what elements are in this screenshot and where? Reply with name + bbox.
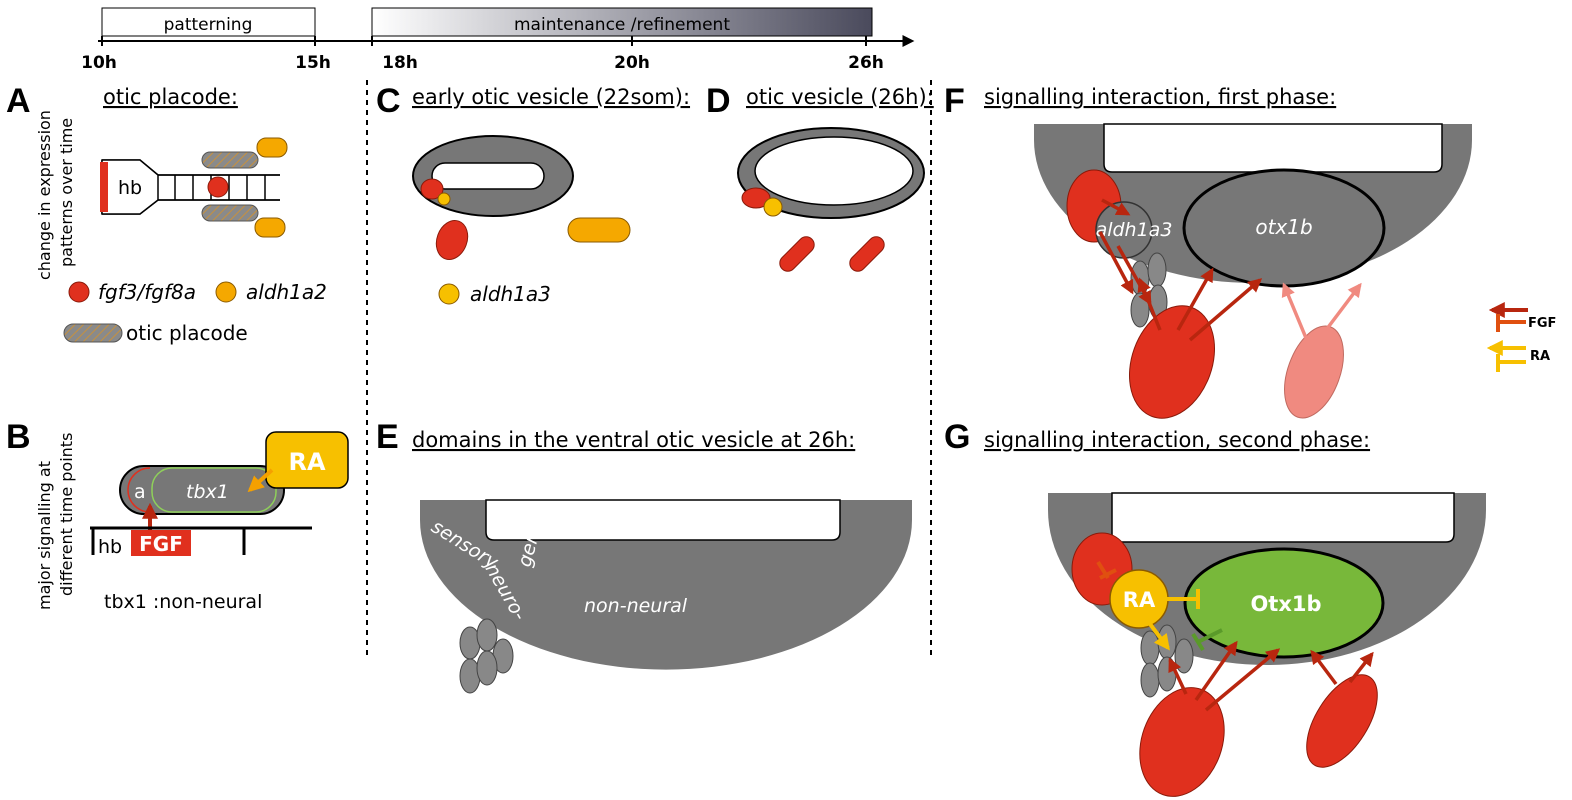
hindbrain-outline-b xyxy=(90,526,312,555)
phase-patterning-label: patterning xyxy=(164,15,253,35)
cell-e-2 xyxy=(476,618,498,652)
tbx1-label: tbx1 xyxy=(186,481,229,503)
panel-a-title: otic placode: xyxy=(103,85,238,109)
tick-10h: 10h xyxy=(81,53,117,73)
fgf-source-lower-g xyxy=(1139,687,1225,797)
fgf-spot-c xyxy=(420,178,444,200)
vesicle-lumen-f xyxy=(1103,123,1443,173)
fgf-stripe xyxy=(100,162,108,212)
legend-aldh-label: aldh1a2 xyxy=(246,280,327,304)
tick-20h: 20h xyxy=(614,53,650,73)
otx1b-label-f: otx1b xyxy=(1255,215,1312,239)
legend-aldh1a3-dot xyxy=(438,283,460,305)
panel-a: A otic placode: change in expression pat… xyxy=(6,82,327,345)
phase-patterning-box xyxy=(101,7,316,37)
legend-placode-label: otic placode xyxy=(126,321,248,345)
fgf-rhombomere-dot xyxy=(207,176,229,198)
aldh1a3-label-f: aldh1a3 xyxy=(1096,219,1173,241)
fgf-label-b: FGF xyxy=(139,532,183,556)
aldh1a3-spot-d xyxy=(763,197,783,217)
panel-c: C early otic vesicle (22som): aldh1a3 xyxy=(376,82,690,306)
panel-letter-g: G xyxy=(944,418,970,456)
tick-15h: 15h xyxy=(295,53,331,73)
panel-letter-a: A xyxy=(6,82,31,120)
domain-non-neural: non-neural xyxy=(584,595,688,617)
ventral-vesicle-e xyxy=(420,500,912,670)
otx1b-domain-g xyxy=(1183,547,1385,659)
tick-26h: 26h xyxy=(848,53,884,73)
legend-signal-ra: RA xyxy=(1530,349,1550,364)
panel-letter-f: F xyxy=(944,82,965,120)
fgf-box xyxy=(131,530,191,556)
cell-e-5 xyxy=(476,650,498,686)
otic-placode-lower xyxy=(201,204,259,222)
domain-a-label: a xyxy=(134,481,146,503)
panel-e: E domains in the ventral otic vesicle at… xyxy=(376,418,912,694)
otx1b-label-g: Otx1b xyxy=(1250,592,1321,616)
fgf-source-faded-f xyxy=(1284,325,1344,419)
legend-aldh1a3-label: aldh1a3 xyxy=(470,282,551,306)
legend-aldh-dot xyxy=(215,281,237,303)
legend-fgf-label: fgf3/fgf8a xyxy=(98,280,196,304)
aldh1a2-upper xyxy=(256,137,288,158)
panel-e-title: domains in the ventral otic vesicle at 2… xyxy=(412,428,855,452)
panel-c-title: early otic vesicle (22som): xyxy=(412,85,690,109)
otic-placode-upper xyxy=(201,151,259,169)
panel-b: B major signalling at different time poi… xyxy=(6,418,349,613)
aldh1a3-spot-c xyxy=(437,192,451,206)
panel-letter-c: C xyxy=(376,82,401,120)
vesicle-lumen-e xyxy=(485,499,841,541)
fgf-domain-c xyxy=(435,220,469,260)
vesicle-lumen-g xyxy=(1111,492,1455,543)
row-label-b-line1: major signalling at xyxy=(35,461,54,610)
row-label-a-line1: change in expression xyxy=(35,110,54,280)
vesicle-lumen-d xyxy=(754,136,914,206)
timeline: patterning maintenance /refinement 10h 1… xyxy=(81,7,915,73)
signal-legend: FGF RA xyxy=(1486,302,1556,372)
legend-placode-swatch xyxy=(63,323,123,343)
ra-label-b: RA xyxy=(288,448,325,476)
ra-label-g: RA xyxy=(1123,588,1156,612)
tbx1-domain xyxy=(151,467,277,513)
row-label-a-line2: patterns over time xyxy=(57,118,76,267)
legend-signal-fgf: FGF xyxy=(1528,316,1556,331)
legend-fgf-dot xyxy=(68,281,90,303)
row-label-b-line2: different time points xyxy=(57,433,76,596)
hb-label-b: hb xyxy=(98,536,122,558)
tick-18h: 18h xyxy=(382,53,418,73)
phase-maintenance-label: maintenance /refinement xyxy=(514,15,730,35)
panel-g-title: signalling interaction, second phase: xyxy=(984,428,1370,452)
fgf-domain-d-right xyxy=(849,236,885,272)
panel-letter-e: E xyxy=(376,418,399,456)
panel-f-title: signalling interaction, first phase: xyxy=(984,85,1336,109)
panel-b-footer: tbx1 :non-neural xyxy=(104,591,262,613)
panel-g: G signalling interaction, second phase: … xyxy=(944,418,1486,797)
vesicle-lumen-c xyxy=(431,162,545,190)
aldh1a2-lower xyxy=(254,217,286,238)
panel-letter-d: D xyxy=(706,82,731,120)
ra-arrow-b xyxy=(247,468,274,493)
aldh1a2-domain-c xyxy=(567,217,631,243)
phase-maintenance-box xyxy=(371,7,873,37)
panel-f: F signalling interaction, first phase: o… xyxy=(944,82,1472,419)
fgf-domain-d-left xyxy=(779,236,815,272)
panel-d: D otic vesicle (26h): xyxy=(706,82,934,272)
ra-box xyxy=(265,431,349,489)
hb-label-a: hb xyxy=(118,177,142,199)
fgf-source-right-g xyxy=(1306,674,1378,768)
panel-letter-b: B xyxy=(6,418,31,456)
panel-d-title: otic vesicle (26h): xyxy=(746,85,934,109)
